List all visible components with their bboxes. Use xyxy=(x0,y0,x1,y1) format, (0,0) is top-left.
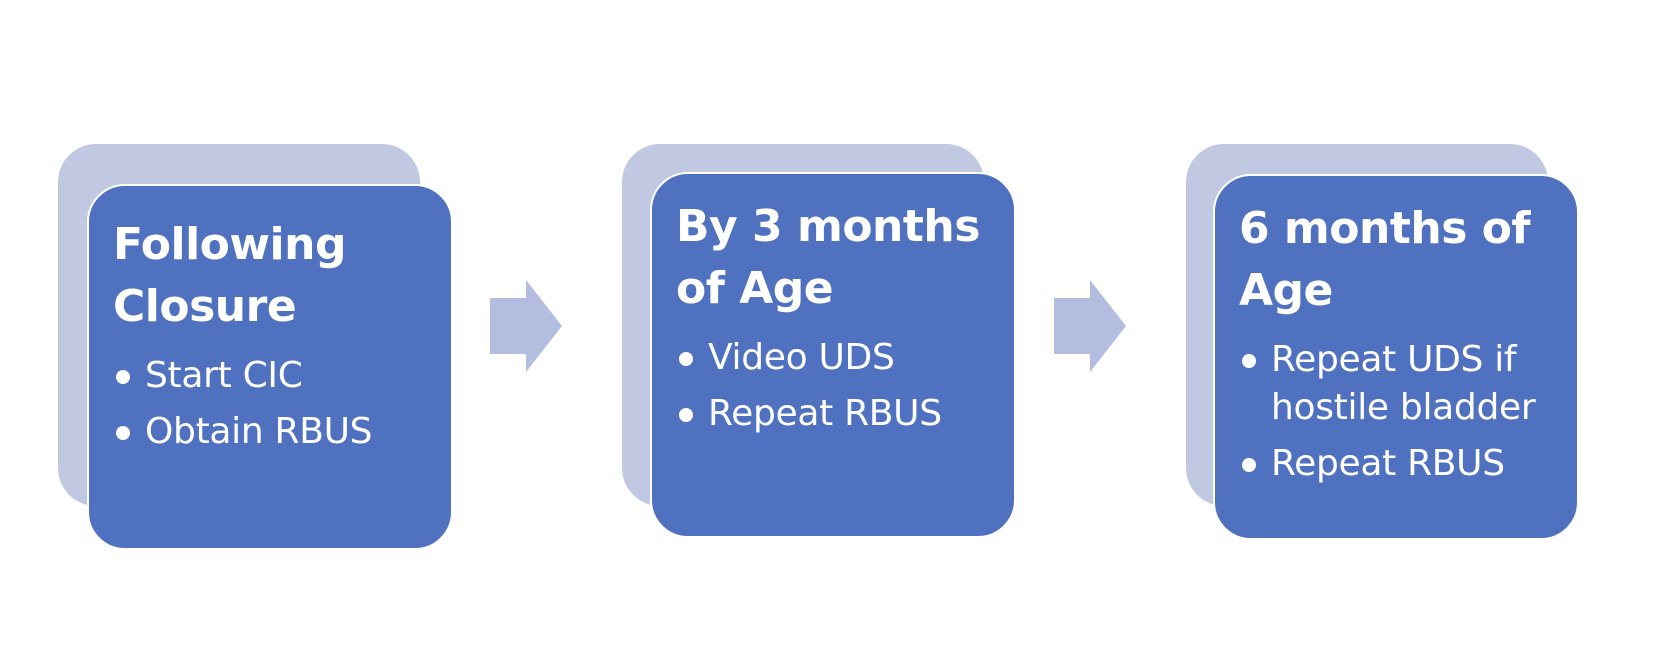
step-bullet-list: Start CIC Obtain RBUS xyxy=(113,352,431,456)
bullet-item: Repeat RBUS xyxy=(676,390,994,438)
bullet-text: Repeat UDS if hostile bladder xyxy=(1271,339,1536,428)
bullet-dot xyxy=(1242,458,1256,472)
bullet-text: Repeat RBUS xyxy=(708,393,942,434)
step-title-line: Following xyxy=(113,219,346,270)
bullet-item: Obtain RBUS xyxy=(113,408,431,456)
bullet-text: Start CIC xyxy=(145,355,303,396)
bullet-dot xyxy=(679,408,693,422)
step-bullet-list: Video UDS Repeat RBUS xyxy=(676,334,994,438)
bullet-text: Obtain RBUS xyxy=(145,411,373,452)
step-title-line: Age xyxy=(1239,265,1333,316)
bullet-item: Start CIC xyxy=(113,352,431,400)
step-title-line: 6 months of xyxy=(1239,203,1531,254)
bullet-dot xyxy=(116,370,130,384)
right-arrow-icon xyxy=(490,280,562,372)
step-bullet-list: Repeat UDS if hostile bladder Repeat RBU… xyxy=(1239,336,1557,488)
step-title-line: Closure xyxy=(113,281,297,332)
step-card: By 3 months of Age Video UDS Repeat RBUS xyxy=(650,172,1016,538)
right-arrow-shape xyxy=(1054,280,1126,372)
step-title: Following Closure xyxy=(113,214,431,338)
bullet-dot xyxy=(1242,354,1256,368)
bullet-item: Video UDS xyxy=(676,334,994,382)
right-arrow-shape xyxy=(490,280,562,372)
step-title-line: of Age xyxy=(676,263,834,314)
step-title: 6 months of Age xyxy=(1239,198,1557,322)
right-arrow-icon xyxy=(1054,280,1126,372)
step-card: Following Closure Start CIC Obtain RBUS xyxy=(87,184,453,550)
bullet-item: Repeat RBUS xyxy=(1239,440,1557,488)
step-card: 6 months of Age Repeat UDS if hostile bl… xyxy=(1213,174,1579,540)
bullet-dot xyxy=(116,426,130,440)
step-title: By 3 months of Age xyxy=(676,196,994,320)
step-title-line: By 3 months xyxy=(676,201,980,252)
bullet-dot xyxy=(679,352,693,366)
bullet-text: Repeat RBUS xyxy=(1271,443,1505,484)
bullet-item: Repeat UDS if hostile bladder xyxy=(1239,336,1557,432)
bullet-text: Video UDS xyxy=(708,337,895,378)
